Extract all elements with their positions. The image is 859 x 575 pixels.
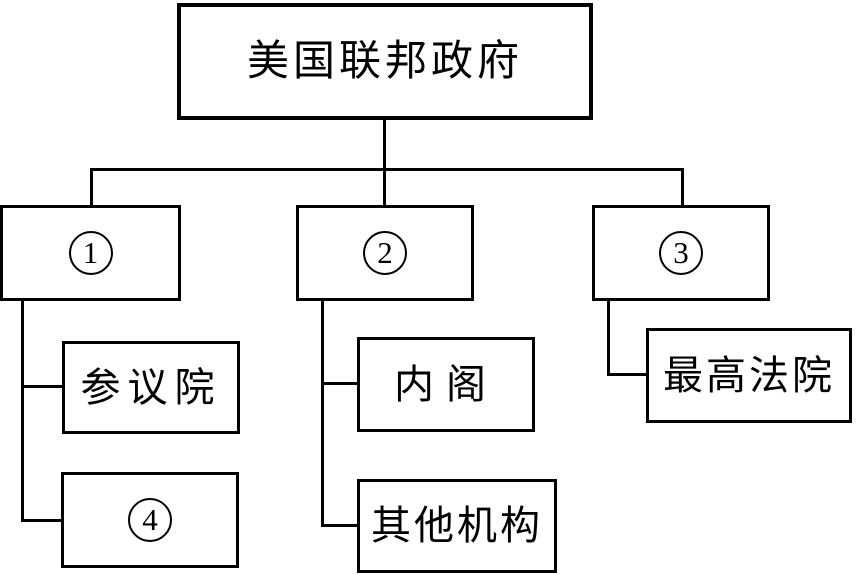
- connector-branch-2-column: [321, 300, 324, 527]
- node-cabinet: 内阁: [357, 337, 535, 432]
- circled-number-2-icon: 2: [363, 231, 407, 275]
- connector-stub-senate: [21, 385, 64, 388]
- circled-number-3-icon: 3: [659, 231, 703, 275]
- node-supreme-court: 最高法院: [646, 328, 852, 423]
- connector-root-trunk: [383, 118, 386, 171]
- connector-horizontal-rail: [90, 168, 684, 171]
- node-federal-government: 美国联邦政府: [177, 3, 593, 120]
- connector-branch-1-column: [21, 300, 24, 522]
- node-item-4: 4: [61, 472, 239, 568]
- connector-stub-cabinet: [321, 382, 359, 385]
- circled-number-4-icon: 4: [128, 498, 172, 542]
- circled-number-1-icon: 1: [68, 231, 113, 275]
- node-other-agencies: 其他机构: [357, 479, 557, 573]
- node-branch-3-label: 3: [673, 234, 689, 270]
- connector-drop-branch-2: [383, 170, 386, 206]
- node-federal-government-label: 美国联邦政府: [246, 38, 523, 85]
- connector-drop-branch-1: [90, 170, 93, 206]
- node-item-4-label: 4: [142, 501, 158, 537]
- node-supreme-court-label: 最高法院: [663, 352, 835, 398]
- connector-drop-branch-3: [681, 170, 684, 206]
- node-cabinet-label: 内阁: [394, 361, 498, 407]
- node-senate: 参议院: [62, 341, 240, 434]
- node-other-agencies-label: 其他机构: [371, 503, 543, 548]
- node-branch-2: 2: [296, 205, 474, 301]
- node-branch-3: 3: [592, 205, 770, 301]
- connector-stub-supreme-court: [607, 373, 649, 376]
- node-senate-label: 参议院: [80, 364, 222, 410]
- node-branch-2-label: 2: [377, 234, 393, 270]
- node-branch-1-label: 1: [82, 234, 99, 270]
- connector-stub-other-agencies: [321, 524, 360, 527]
- connector-stub-item-4: [21, 519, 64, 522]
- connector-branch-3-column: [607, 300, 610, 376]
- node-branch-1: 1: [0, 205, 181, 301]
